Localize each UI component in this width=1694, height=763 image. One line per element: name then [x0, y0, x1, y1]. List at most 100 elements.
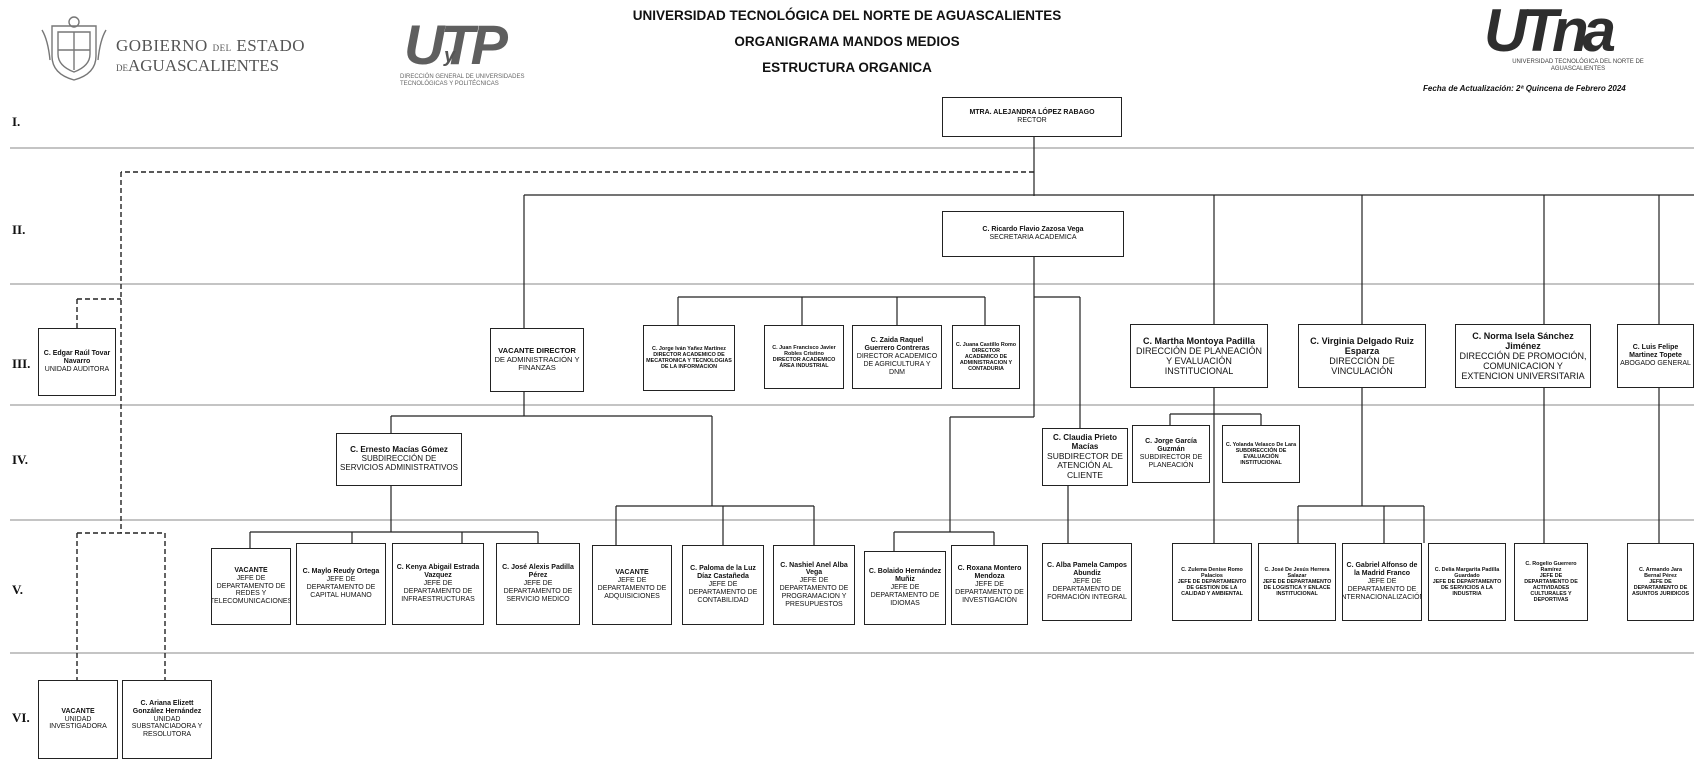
box-role: JEFE DE DEPARTAMENTO DE ACTIVIDADES CULT…	[1524, 572, 1578, 604]
box-role: DIRECCIÓN DE VINCULACIÓN	[1329, 356, 1395, 377]
box-name: C. Martha Montoya Padilla	[1142, 335, 1256, 346]
level-label: II.	[12, 222, 26, 237]
org-box-sub-servicios-admin: C. Ernesto Macías Gómez SUBDIRECCIÓN DE …	[336, 433, 462, 486]
org-box-jd-adquisiciones: VACANTE JEFE DE DEPARTAMENTO DE ADQUISIC…	[592, 545, 672, 625]
box-role: JEFE DE DEPARTAMENTO DE ADQUISICIONES	[597, 577, 667, 600]
box-name: C. Zaida Raquel Guerrero Contreras	[864, 337, 930, 353]
page-title: UNIVERSIDAD TECNOLÓGICA DEL NORTE DE AGU…	[632, 8, 1062, 23]
org-box-jd-investigacion: C. Roxana Montero Mendoza JEFE DE DEPART…	[951, 545, 1028, 625]
level-label: V.	[12, 582, 23, 597]
org-box-jd-idiomas: C. Bolaido Hernández Muñiz JEFE DE DEPAR…	[864, 551, 946, 625]
level-label: I.	[12, 114, 21, 129]
org-box-rector: MTRA. ALEJANDRA LÓPEZ RABAGO RECTOR	[942, 97, 1122, 137]
box-name: C. Ernesto Macías Gómez	[350, 445, 448, 455]
utna-logo-text: UTna	[1484, 0, 1616, 64]
box-role: JEFE DE DEPARTAMENTO DE FORMACIÓN INTEGR…	[1047, 578, 1127, 601]
org-box-jd-redes: VACANTE JEFE DE DEPARTAMENTO DE REDES Y …	[211, 548, 291, 625]
level-separators	[10, 147, 1694, 654]
box-role: UNIDAD AUDITORA	[44, 365, 110, 373]
box-role: JEFE DE DEPARTAMENTO DE INVESTIGACIÓN	[955, 581, 1024, 604]
box-name: C. Virginia Delgado Ruiz Esparza	[1310, 335, 1414, 356]
org-box-jd-infraestructuras: C. Kenya Abigail Estrada Vazquez JEFE DE…	[392, 543, 484, 625]
box-name: VACANTE DIRECTOR	[498, 346, 576, 356]
box-name: C. Luis Felipe Martinez Topete	[1629, 344, 1682, 360]
org-box-sub-evaluacion: C. Yolanda Velasco De Lara SUBDIRECCIÓN …	[1222, 425, 1300, 483]
utp-logo-text: UTPy	[404, 13, 508, 76]
org-box-dir-promocion: C. Norma Isela Sánchez Jiménez DIRECCIÓN…	[1455, 324, 1591, 388]
box-role: JEFE DE DEPARTAMENTO DE GESTION DE LA CA…	[1177, 578, 1247, 598]
box-role: JEFE DE DEPARTAMENTO DE CONTABILIDAD	[688, 581, 758, 604]
org-box-sub-planeacion: C. Jorge García Guzmán SUBDIRECTOR DE PL…	[1132, 425, 1210, 483]
box-name: C. Norma Isela Sánchez Jiménez	[1472, 330, 1574, 351]
org-box-jd-actividades-culturales: C. Rogelio Guerrero Ramírez JEFE DE DEPA…	[1514, 543, 1588, 621]
utna-logo-subtitle: UNIVERSIDAD TECNOLÓGICA DEL NORTE DE AGU…	[1512, 59, 1644, 72]
box-role: JEFE DE DEPARTAMENTO DE REDES Y TELECOMU…	[211, 574, 291, 606]
box-name: C. Rogelio Guerrero Ramírez	[1525, 560, 1577, 573]
org-box-dir-planeacion: C. Martha Montoya Padilla DIRECCIÓN DE P…	[1130, 324, 1268, 388]
box-role: RECTOR	[1017, 117, 1047, 124]
org-box-jd-capital-humano: C. Maylo Reudy Ortega JEFE DE DEPARTAMEN…	[296, 543, 386, 625]
box-name: VACANTE	[61, 707, 95, 715]
org-box-unidad-investigadora: VACANTE UNIDAD INVESTIGADORA	[38, 680, 118, 759]
update-date: Fecha de Actualización: 2ª Quincena de F…	[1423, 84, 1626, 93]
org-box-dir-vinculacion: C. Virginia Delgado Ruiz Esparza DIRECCI…	[1298, 324, 1426, 388]
utna-logo: UTna UNIVERSIDAD TECNOLÓGICA DEL NORTE D…	[1480, 0, 1650, 74]
page-subtitle: ORGANIGRAMA MANDOS MEDIOS	[734, 34, 960, 49]
box-role: JEFE DE DEPARTAMENTO DE SERVICIOS A LA I…	[1432, 578, 1502, 598]
org-box-dir-administracion: VACANTE DIRECTOR DE ADMINISTRACIÓN Y FIN…	[490, 328, 584, 392]
box-role: DIRECTOR ACADEMICO DE ADMINISTRACION Y C…	[959, 347, 1013, 373]
org-box-abogado-general: C. Luis Felipe Martinez Topete ABOGADO G…	[1617, 324, 1694, 388]
box-name: C. José Alexis Padilla Pérez	[502, 564, 574, 580]
org-box-jd-formacion-integral: C. Alba Pamela Campos Abundiz JEFE DE DE…	[1042, 543, 1132, 621]
gobierno-line2: DEAGUASCALIENTES	[116, 56, 280, 75]
gobierno-line1: GOBIERNO DEL ESTADO	[116, 36, 306, 55]
box-name: C. José De Jesús Herrera Salazar	[1264, 566, 1330, 579]
box-name: VACANTE	[234, 566, 268, 574]
org-box-jd-servicios-industria: C. Delia Margarita Padilla Guardado JEFE…	[1428, 543, 1506, 621]
box-role: JEFE DE DEPARTAMENTO DE LOGISTICA Y ENLA…	[1262, 578, 1332, 598]
box-role: SUBDIRECCIÓN DE EVALUACIÓN INSTITUCIONAL	[1235, 447, 1287, 467]
utp-logo-subtitle: DIRECCIÓN GENERAL DE UNIVERSIDADES TECNO…	[400, 74, 525, 87]
box-role: SUBDIRECCIÓN DE SERVICIOS ADMINISTRATIVO…	[340, 454, 458, 472]
box-role: JEFE DE DEPARTAMENTO DE CAPITAL HUMANO	[306, 576, 376, 599]
box-role: ABOGADO GENERAL	[1620, 359, 1691, 367]
box-role: DIRECTOR ACADEMICO DE MECATRONICA Y TECN…	[646, 351, 732, 371]
box-name: C. Armando Jara Bernal Pérez	[1639, 566, 1682, 579]
box-name: C. Delia Margarita Padilla Guardado	[1434, 566, 1500, 579]
box-name: C. Maylo Reudy Ortega	[302, 568, 380, 576]
box-name: C. Yolanda Velasco De Lara	[1225, 441, 1297, 448]
box-name: C. Juan Francisco Javier Robles Cristino	[772, 344, 836, 357]
box-role: JEFE DE DEPARTAMENTO DE SERVICIO MEDICO	[503, 580, 573, 603]
box-role: JEFE DE DEPARTAMENTO DE IDIOMAS	[870, 584, 940, 607]
org-box-jd-programacion: C. Nashiel Anel Alba Vega JEFE DE DEPART…	[773, 545, 855, 625]
org-box-jd-servicio-medico: C. José Alexis Padilla Pérez JEFE DE DEP…	[496, 543, 580, 625]
box-name: C. Zulema Denise Romo Palacios	[1181, 566, 1243, 579]
level-label: III.	[12, 356, 31, 371]
page-subtitle-2: ESTRUCTURA ORGANICA	[762, 60, 932, 75]
box-role: JEFE DE DEPARTAMENTO DE PROGRAMACION Y P…	[779, 577, 849, 608]
box-role: JEFE DE DEPARTAMENTO DE ASUNTOS JURIDICO…	[1631, 578, 1690, 598]
gobierno-aguascalientes-logo: GOBIERNO DEL ESTADO DEAGUASCALIENTES	[38, 14, 308, 84]
org-box-dir-industrial: C. Juan Francisco Javier Robles Cristino…	[764, 325, 844, 389]
org-box-unidad-substanciadora: C. Ariana Elizett González Hernández UNI…	[122, 680, 212, 759]
box-name: C. Ariana Elizett González Hernández	[132, 699, 202, 715]
org-box-secretaria-academica: C. Ricardo Flavio Zazosa Vega SECRETARIA…	[942, 211, 1124, 257]
box-name: C. Bolaido Hernández Muñiz	[868, 568, 942, 584]
box-role: SUBDIRECTOR DE PLANEACIÓN	[1139, 454, 1203, 469]
org-box-sub-atencion-cliente: C. Claudia Prieto Macías SUBDIRECTOR DE …	[1042, 428, 1128, 486]
box-name: C. Roxana Montero Mendoza	[957, 565, 1022, 581]
box-name: C. Edgar Raúl Tovar Navarro	[43, 350, 111, 366]
box-role: DIRECTOR ACADEMICO DE AGRICULTURA Y DNM	[856, 353, 938, 376]
box-name: C. Claudia Prieto Macías	[1052, 432, 1117, 451]
org-box-jd-contabilidad: C. Paloma de la Luz Díaz Castañeda JEFE …	[682, 545, 764, 625]
box-name: C. Gabriel Alfonso de la Madrid Franco	[1346, 562, 1418, 578]
box-name: C. Jorge Iván Yañez Martínez	[652, 345, 726, 352]
level-label: VI.	[12, 710, 30, 725]
box-role: DIRECCIÓN DE PLANEACIÓN Y EVALUACIÓN INS…	[1135, 345, 1263, 377]
org-box-unidad-auditora: C. Edgar Raúl Tovar Navarro UNIDAD AUDIT…	[38, 328, 116, 396]
dashed-connectors	[76, 171, 1034, 680]
org-box-dir-contaduria: C. Juana Castillo Romo DIRECTOR ACADEMIC…	[952, 325, 1020, 389]
box-role: SECRETARIA ACADEMICA	[989, 234, 1077, 241]
